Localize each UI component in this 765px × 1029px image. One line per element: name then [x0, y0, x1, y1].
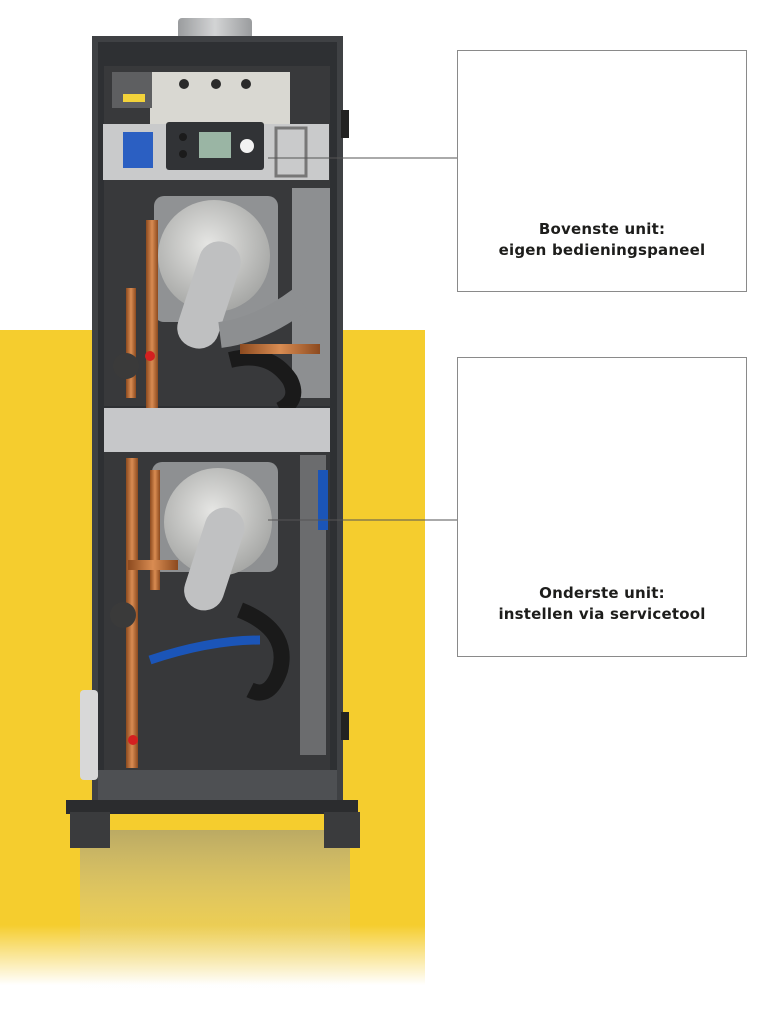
wiring-terminal — [150, 72, 290, 124]
callout-title-upper: Bovenste unit: — [538, 220, 666, 238]
callout-upper-unit: Bovenste unit: eigen bedieningspaneel — [457, 50, 747, 292]
flue-pipe — [178, 18, 252, 40]
callout-lower-unit: Onderste unit: instellen via servicetool — [457, 357, 747, 657]
callout-caption-lower: Onderste unit: instellen via servicetool — [458, 583, 746, 625]
callout-subtitle-lower: instellen via servicetool — [498, 605, 706, 623]
cabinet-foot — [70, 812, 110, 848]
callout-subtitle-upper: eigen bedieningspaneel — [498, 241, 706, 259]
callout-title-lower: Onderste unit: — [539, 584, 665, 602]
callout-caption-upper: Bovenste unit: eigen bedieningspaneel — [458, 219, 746, 261]
floor-reflection — [80, 830, 350, 1000]
unit-divider — [104, 408, 330, 452]
